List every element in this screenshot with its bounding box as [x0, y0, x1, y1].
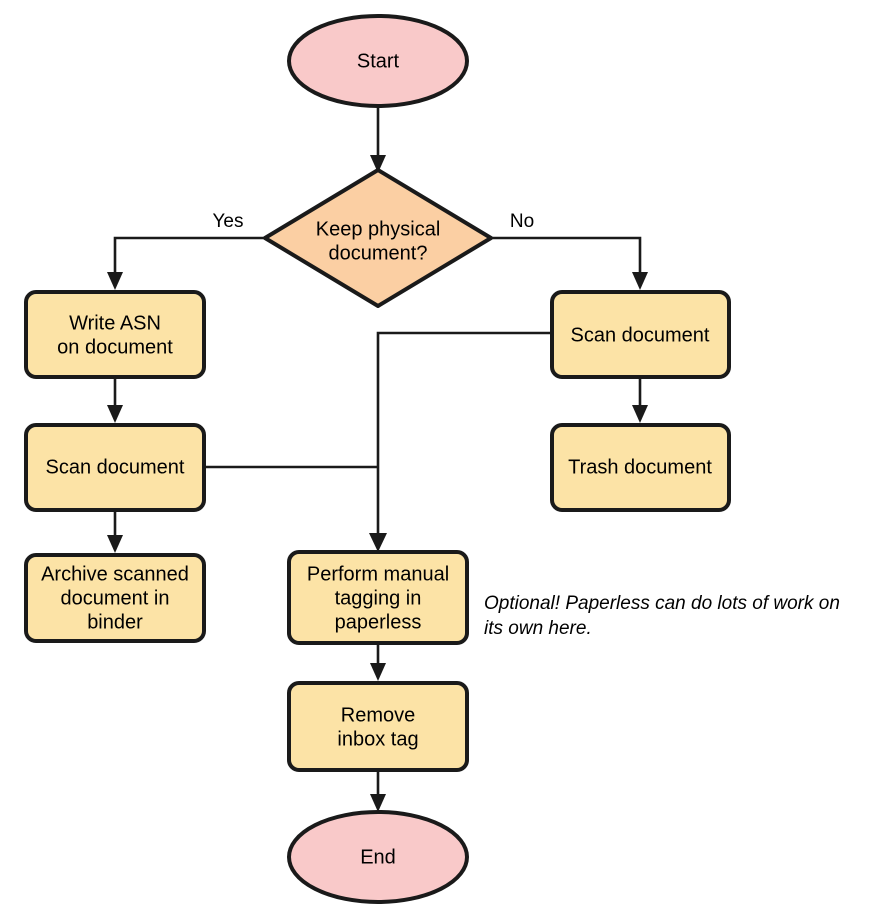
node-decision-label-line1: Keep physical: [316, 218, 441, 240]
edge-write-asn-to-scan-left: [107, 377, 123, 423]
node-end-label: End: [360, 846, 396, 868]
node-archive-label-line1: Archive scanned: [41, 563, 189, 585]
node-end[interactable]: End: [287, 810, 469, 904]
node-archive-scanned-document[interactable]: Archive scanned document in binder: [24, 553, 206, 643]
node-start[interactable]: Start: [287, 14, 469, 108]
node-decision-label-line2: document?: [329, 242, 428, 264]
node-tagging-label-line2: tagging in: [335, 587, 422, 609]
edge-decision-no-to-scan-right: [491, 236, 648, 290]
node-tagging-label-line3: paperless: [335, 611, 422, 633]
edge-scan-left-to-archive: [107, 510, 123, 553]
edge-label-no: No: [510, 211, 534, 232]
node-scan-document-left-label: Scan document: [46, 456, 185, 478]
node-decision-keep-physical-document[interactable]: Keep physical document?: [263, 168, 493, 308]
node-remove-inbox-tag[interactable]: Remove inbox tag: [287, 681, 469, 772]
node-perform-manual-tagging[interactable]: Perform manual tagging in paperless: [287, 550, 469, 645]
node-trash-document-label: Trash document: [568, 456, 712, 478]
node-remove-inbox-label-line2: inbox tag: [337, 728, 418, 750]
node-archive-label-line2: document in: [61, 587, 170, 609]
node-write-asn-on-document[interactable]: Write ASN on document: [24, 290, 206, 379]
node-archive-label-line3: binder: [87, 611, 143, 633]
node-write-asn-label-line2: on document: [57, 336, 173, 358]
edge-scan-right-to-trash: [632, 377, 648, 423]
node-tagging-label-line1: Perform manual: [307, 563, 449, 585]
edge-tagging-to-remove-inbox: [370, 643, 386, 681]
node-scan-document-left[interactable]: Scan document: [24, 423, 206, 512]
node-start-label: Start: [357, 50, 400, 72]
annotation-note-line2: its own here.: [484, 618, 592, 639]
annotation-note-line1: Optional! Paperless can do lots of work …: [484, 593, 840, 614]
node-scan-document-right-label: Scan document: [571, 324, 710, 346]
edge-scan-right-to-tagging: [369, 331, 552, 552]
edge-decision-yes-to-write-asn: [107, 236, 265, 290]
annotation-optional-note: Optional! Paperless can do lots of work …: [484, 593, 840, 639]
node-trash-document[interactable]: Trash document: [550, 423, 731, 512]
node-remove-inbox-label-line1: Remove: [341, 704, 415, 726]
node-write-asn-label-line1: Write ASN: [69, 312, 161, 334]
edge-start-to-decision: [370, 106, 386, 173]
edge-label-yes: Yes: [213, 211, 244, 232]
edge-remove-inbox-to-end: [370, 770, 386, 812]
node-scan-document-right[interactable]: Scan document: [550, 290, 731, 379]
